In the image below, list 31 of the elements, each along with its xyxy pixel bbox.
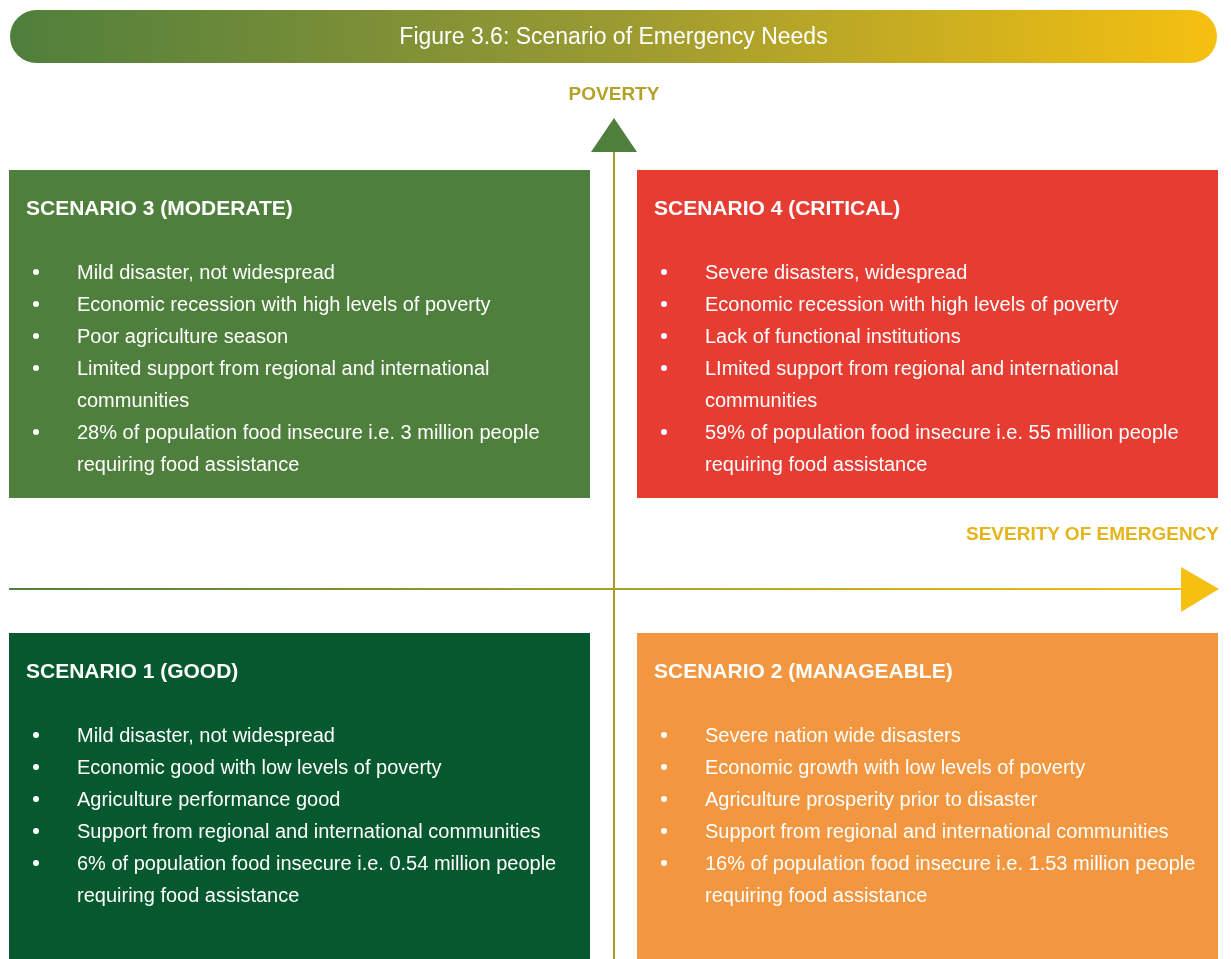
scenario-card xyxy=(9,633,590,959)
bullet-item: 16% of population food insecure i.e. 1.53 million people requiring food assistance xyxy=(705,850,1197,908)
axis-label: POVERTY xyxy=(568,82,660,106)
scenario-card xyxy=(637,633,1218,959)
title-banner: Figure 3.6: Scenario of Emergency Needs xyxy=(10,10,1217,63)
bullet-item: Economic growth with low levels of poverty xyxy=(705,754,1086,780)
bullet-item: Economic good with low levels of poverty xyxy=(77,754,442,780)
scenario-card xyxy=(9,170,590,498)
bullet-item: Lack of functional institutions xyxy=(705,323,961,349)
bullet-item: Agriculture prosperity prior to disaster xyxy=(705,786,1038,812)
bullet-item: Limited support from regional and international communities xyxy=(77,355,491,413)
bullet-item: Mild disaster, not widespread xyxy=(77,259,335,285)
bullet-item: Severe disasters, widespread xyxy=(705,259,968,285)
bullet-item: 59% of population food insecure i.e. 55 million people requiring food assistance xyxy=(705,419,1180,477)
bullet-item: Support from regional and international communities xyxy=(705,818,1169,844)
scenario-card xyxy=(637,170,1218,498)
bullet-item: Severe nation wide disasters xyxy=(705,722,961,748)
bullet-item: Economic recession with high levels of poverty xyxy=(705,291,1119,317)
axis-label: SEVERITY OF EMERGENCY xyxy=(965,522,1219,546)
bullet-item: Economic recession with high levels of poverty xyxy=(77,291,491,317)
card-heading: SCENARIO 3 (MODERATE) xyxy=(26,195,294,221)
card-heading: SCENARIO 1 (GOOD) xyxy=(26,658,240,684)
bullet-item: Mild disaster, not widespread xyxy=(77,722,335,748)
bullet-item: Poor agriculture season xyxy=(77,323,289,349)
card-heading: SCENARIO 4 (CRITICAL) xyxy=(654,195,902,221)
bullet-item: Support from regional and international communities xyxy=(77,818,541,844)
bullet-item: 6% of population food insecure i.e. 0.54 million people requiring food assistance xyxy=(77,850,558,908)
bullet-item: Agriculture performance good xyxy=(77,786,341,812)
bullet-item: 28% of population food insecure i.e. 3 million people requiring food assistance xyxy=(77,419,541,477)
bullet-item: LImited support from regional and international communities xyxy=(705,355,1120,413)
card-heading: SCENARIO 2 (MANAGEABLE) xyxy=(654,658,954,684)
